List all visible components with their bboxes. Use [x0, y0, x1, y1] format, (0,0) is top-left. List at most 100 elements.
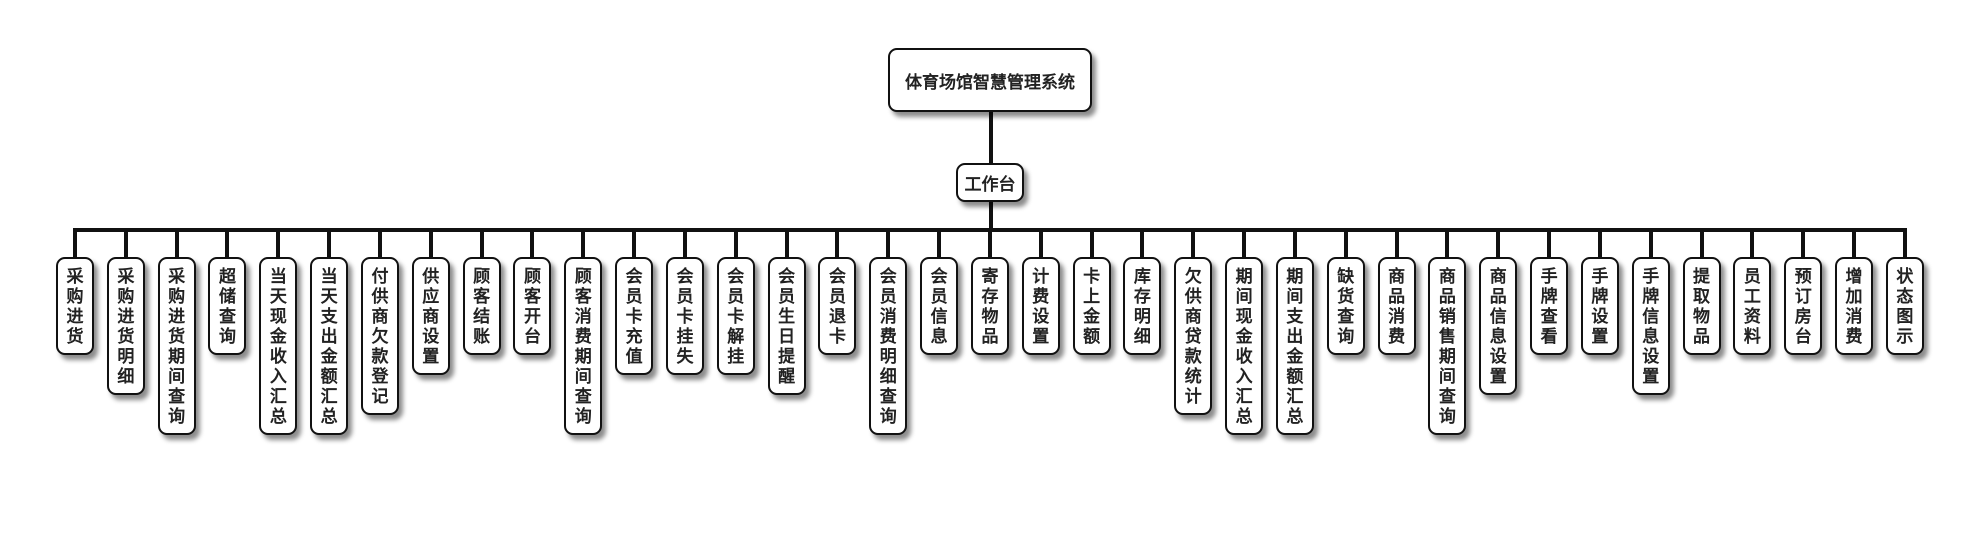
module-label: 状态图示 — [1896, 267, 1914, 347]
root-label: 体育场馆智慧管理系统 — [905, 72, 1075, 93]
module-node[interactable]: 当天支出金额汇总 — [310, 257, 349, 435]
module-label: 会员卡充值 — [625, 267, 643, 367]
module-node[interactable]: 会员卡解挂 — [716, 257, 755, 375]
connector-leaf — [1648, 230, 1653, 257]
module-node[interactable]: 员工资料 — [1733, 257, 1772, 355]
module-node[interactable]: 商品消费 — [1377, 257, 1416, 355]
connector-leaf — [1140, 230, 1145, 257]
connector-leaf — [73, 230, 77, 257]
module-node[interactable]: 顾客开台 — [513, 257, 552, 355]
module-node[interactable]: 超储查询 — [208, 257, 247, 355]
connector-leaf — [327, 230, 332, 257]
module-label: 采购进货明细 — [117, 267, 135, 387]
module-label: 卡上金额 — [1083, 267, 1101, 347]
module-node[interactable]: 状态图示 — [1885, 257, 1924, 355]
connector-leaf — [1801, 230, 1806, 257]
workbench-node[interactable]: 工作台 — [956, 163, 1024, 202]
module-node[interactable]: 欠供商贷款统计 — [1174, 257, 1213, 415]
module-node[interactable]: 商品信息设置 — [1479, 257, 1518, 395]
module-label: 增加消费 — [1845, 267, 1863, 347]
module-node[interactable]: 采购进货期间查询 — [157, 257, 196, 435]
connector-leaf — [1902, 230, 1907, 257]
connector-leaf — [225, 230, 230, 257]
module-node[interactable]: 采购进货 — [56, 257, 94, 355]
module-label: 缺货查询 — [1337, 267, 1355, 347]
connector-leaf — [1242, 230, 1247, 257]
module-node[interactable]: 采购进货明细 — [106, 257, 145, 395]
connector-leaf — [1852, 230, 1857, 257]
module-label: 会员卡解挂 — [727, 267, 745, 367]
module-node[interactable]: 增加消费 — [1835, 257, 1874, 355]
module-node[interactable]: 当天现金收入汇总 — [259, 257, 298, 435]
connector-leaf — [276, 230, 281, 257]
module-label: 付供商欠款登记 — [371, 267, 389, 407]
module-label: 欠供商贷款统计 — [1184, 267, 1202, 407]
connector-workbench-to-bar — [989, 202, 993, 230]
module-node[interactable]: 手牌信息设置 — [1631, 257, 1670, 395]
module-node[interactable]: 缺货查询 — [1326, 257, 1365, 355]
module-node[interactable]: 商品销售期间查询 — [1428, 257, 1467, 435]
module-node[interactable]: 会员卡充值 — [615, 257, 654, 375]
connector-leaf — [1496, 230, 1501, 257]
connector-leaf — [987, 230, 992, 257]
module-label: 超储查询 — [218, 267, 236, 347]
connector-leaf — [937, 230, 942, 257]
connector-leaf — [1089, 230, 1094, 257]
module-label: 顾客消费期间查询 — [574, 267, 592, 427]
module-label: 员工资料 — [1743, 267, 1761, 347]
root-node[interactable]: 体育场馆智慧管理系统 — [888, 48, 1092, 112]
module-label: 供应商设置 — [422, 267, 440, 367]
connector-leaf — [1292, 230, 1297, 257]
module-label: 会员信息 — [930, 267, 948, 347]
module-label: 库存明细 — [1133, 267, 1151, 347]
module-node[interactable]: 会员退卡 — [818, 257, 857, 355]
connector-leaf — [123, 230, 128, 257]
module-node[interactable]: 会员信息 — [920, 257, 959, 355]
module-label: 预订房台 — [1794, 267, 1812, 347]
connector-leaf — [581, 230, 586, 257]
module-node[interactable]: 手牌查看 — [1530, 257, 1569, 355]
module-node[interactable]: 期间支出金额汇总 — [1275, 257, 1314, 435]
connector-leaf — [1699, 230, 1704, 257]
connector-root-to-workbench — [989, 112, 993, 163]
module-label: 当天支出金额汇总 — [320, 267, 338, 427]
connector-leaf — [377, 230, 382, 257]
module-label: 期间现金收入汇总 — [1235, 267, 1253, 427]
module-label: 当天现金收入汇总 — [269, 267, 287, 427]
connector-leaf — [1394, 230, 1399, 257]
module-label: 会员卡挂失 — [676, 267, 694, 367]
module-label: 计费设置 — [1032, 267, 1050, 347]
connector-leaf — [1547, 230, 1552, 257]
connector-leaf — [632, 230, 637, 257]
module-label: 手牌查看 — [1540, 267, 1558, 347]
module-node[interactable]: 会员生日提醒 — [767, 257, 806, 395]
connector-leaf — [530, 230, 535, 257]
module-node[interactable]: 手牌设置 — [1580, 257, 1619, 355]
module-node[interactable]: 顾客结账 — [462, 257, 501, 355]
module-node[interactable]: 库存明细 — [1123, 257, 1162, 355]
connector-leaf — [1750, 230, 1755, 257]
connector-leaf — [1343, 230, 1348, 257]
module-label: 手牌设置 — [1591, 267, 1609, 347]
module-label: 顾客结账 — [473, 267, 491, 347]
module-node[interactable]: 期间现金收入汇总 — [1225, 257, 1264, 435]
module-node[interactable]: 提取物品 — [1682, 257, 1721, 355]
module-node[interactable]: 计费设置 — [1021, 257, 1060, 355]
module-label: 寄存物品 — [981, 267, 999, 347]
module-label: 采购进货 — [66, 267, 84, 347]
workbench-label: 工作台 — [964, 175, 1016, 195]
module-label: 提取物品 — [1693, 267, 1711, 347]
module-node[interactable]: 预订房台 — [1784, 257, 1823, 355]
connector-leaf — [784, 230, 789, 257]
module-label: 顾客开台 — [523, 267, 541, 347]
module-label: 采购进货期间查询 — [168, 267, 186, 427]
module-node[interactable]: 顾客消费期间查询 — [564, 257, 603, 435]
module-node[interactable]: 卡上金额 — [1072, 257, 1111, 355]
module-label: 会员退卡 — [828, 267, 846, 347]
module-node[interactable]: 会员卡挂失 — [665, 257, 704, 375]
module-node[interactable]: 会员消费明细查询 — [869, 257, 908, 435]
connector-leaf — [174, 230, 179, 257]
module-node[interactable]: 寄存物品 — [970, 257, 1009, 355]
module-node[interactable]: 付供商欠款登记 — [360, 257, 399, 415]
module-node[interactable]: 供应商设置 — [411, 257, 450, 375]
